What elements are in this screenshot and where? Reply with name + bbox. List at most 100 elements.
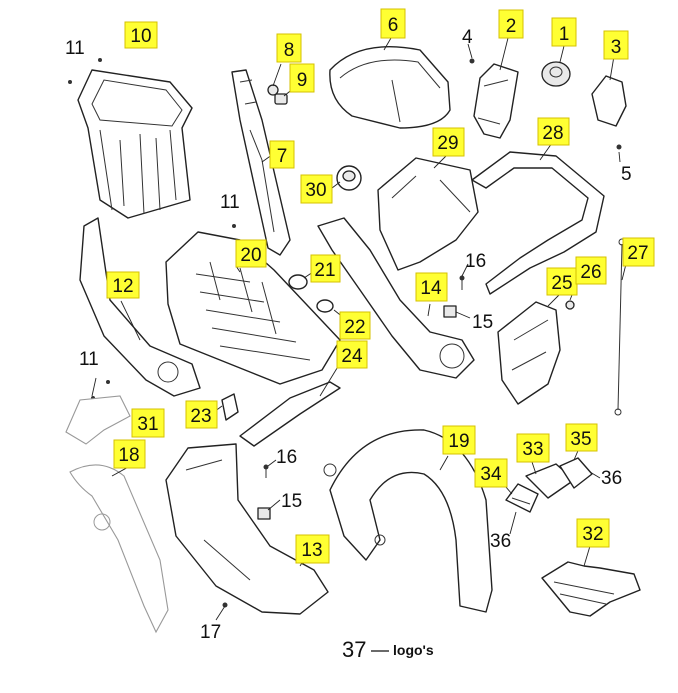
label-8: 8 [276,33,302,63]
svg-text:29: 29 [437,133,458,154]
svg-text:23: 23 [190,406,211,427]
label-5: 5 [621,164,632,185]
svg-text:13: 13 [301,540,322,561]
label-9: 9 [289,63,315,93]
svg-text:24: 24 [341,346,363,367]
label-13: 13 [295,534,330,564]
label-16-lower: 16 [276,447,297,468]
svg-text:21: 21 [314,260,335,281]
part-6-seat [329,46,451,129]
part-3-side-cover [591,75,627,127]
svg-text:2: 2 [506,16,517,37]
label-24: 24 [336,340,368,369]
label-15-upper: 15 [472,312,493,333]
svg-text:22: 22 [344,317,365,338]
footer-text: logo's [393,642,434,658]
svg-text:30: 30 [305,180,326,201]
footer-logos: 37 logo's [342,637,434,662]
part-5-screw [616,144,622,150]
part-15-nut-upper [443,305,457,318]
part-16-screw-lower [263,464,269,478]
part-9-clip [274,93,288,105]
svg-text:9: 9 [297,70,308,91]
svg-text:25: 25 [551,273,572,294]
part-31-cover [65,395,131,445]
svg-text:34: 34 [480,464,502,485]
part-34-lamp [505,483,539,513]
label-36-right: 36 [601,468,622,489]
label-31: 31 [131,408,165,438]
part-26-bolt [565,300,575,310]
part-29-panel [377,157,479,271]
svg-text:7: 7 [277,146,288,167]
part-28-frame [471,151,605,295]
svg-text:3: 3 [611,37,622,58]
label-10: 10 [124,21,158,49]
label-17: 17 [200,622,221,643]
svg-text:14: 14 [420,278,442,299]
label-23: 23 [185,400,218,429]
svg-text:6: 6 [388,15,399,36]
label-11-lower: 11 [79,349,99,370]
svg-text:28: 28 [542,123,563,144]
svg-text:8: 8 [284,40,295,61]
part-11-screw-b [232,224,236,228]
part-12-side-skirt [79,217,201,397]
part-7-rail [231,69,291,256]
label-26: 26 [575,256,607,285]
label-3: 3 [603,30,629,60]
label-16-upper: 16 [465,251,486,272]
label-15-lower: 15 [281,491,302,512]
svg-text:20: 20 [240,245,261,266]
label-14: 14 [415,272,448,302]
part-10-storage-box [77,69,193,219]
label-11-top: 11 [65,38,85,59]
svg-text:12: 12 [112,276,133,297]
svg-text:31: 31 [137,414,158,435]
label-29: 29 [432,127,465,157]
label-27: 27 [622,237,655,267]
label-20: 20 [235,239,267,268]
label-7: 7 [269,140,295,169]
label-25: 25 [546,267,578,296]
label-1: 1 [551,17,577,47]
svg-text:32: 32 [582,524,603,545]
part-21-plug [288,274,308,290]
label-21: 21 [310,254,341,283]
label-34: 34 [474,458,508,488]
label-2: 2 [498,9,524,39]
label-36-left: 36 [490,531,511,552]
svg-text:27: 27 [627,243,648,264]
part-18-rear-fender [69,464,169,634]
part-30-cap [336,165,362,191]
part-4-screw [469,58,475,64]
label-28: 28 [537,117,570,146]
part-20-floor-tray [165,231,341,385]
svg-text:33: 33 [522,439,543,460]
label-11-middle: 11 [220,192,240,213]
label-30: 30 [300,174,333,204]
label-35: 35 [565,423,598,452]
part-15-nut-lower [257,507,271,520]
part-11-screw-a [68,58,102,84]
label-12: 12 [106,271,140,299]
part-1-cap [541,61,571,87]
part-13-lower-shield [165,443,329,615]
label-32: 32 [576,518,610,548]
label-4: 4 [462,27,473,48]
svg-text:10: 10 [130,26,151,47]
part-19-front-fender [323,429,493,613]
svg-text:18: 18 [118,445,139,466]
label-18: 18 [113,439,146,469]
part-16-screw-upper [459,275,465,290]
svg-text:19: 19 [448,431,469,452]
part-25-cover [497,301,561,405]
part-14-side-rail [317,217,475,379]
label-19: 19 [442,425,476,455]
svg-text:1: 1 [559,24,570,45]
svg-text:35: 35 [570,429,591,450]
part-17-screw [222,602,228,608]
label-6: 6 [380,8,406,39]
label-22: 22 [339,311,371,340]
